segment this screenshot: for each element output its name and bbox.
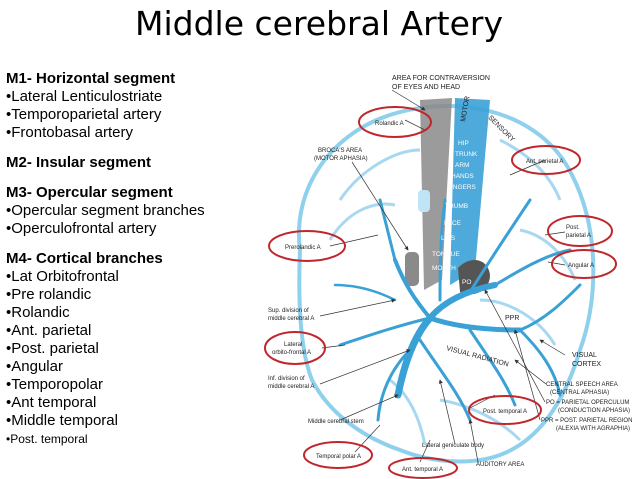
broca-label-2: (MOTOR APHASIA) <box>314 156 368 162</box>
broca-area <box>405 252 419 286</box>
svg-text:MOUTH: MOUTH <box>432 265 456 272</box>
segment-m4: M4- Cortical branches •Lat Orbitofrontal… <box>6 250 236 448</box>
list-item: •Temporopolar <box>6 376 103 393</box>
ant-parietal-label: Ant. parietal A <box>526 159 563 165</box>
inf-division-label: Inf. division of <box>268 376 305 382</box>
svg-text:FINGERS: FINGERS <box>447 184 477 191</box>
angular-label: Angular A <box>568 263 594 269</box>
segment-title: M1- Horizontal segment <box>6 70 176 87</box>
po-definition: PO = PARIETAL OPERCULUM <box>546 400 629 406</box>
list-item: •Frontobasal artery <box>6 124 133 141</box>
svg-text:TONGUE: TONGUE <box>432 251 460 258</box>
lateral-geniculate-label: Lateral geniculate body <box>422 443 484 449</box>
segment-list: M1- Horizontal segment •Lateral Lenticul… <box>6 70 236 448</box>
segment-title: M4- Cortical branches <box>6 250 163 267</box>
rolandic-label: Rolandic A <box>375 121 404 127</box>
svg-text:HANDS: HANDS <box>451 173 474 180</box>
lat-orbitofrontal-label: Lateral <box>284 342 302 348</box>
svg-text:HIP: HIP <box>458 140 469 147</box>
list-item: •Angular <box>6 358 63 375</box>
page-title: Middle cerebral Artery <box>135 4 503 43</box>
list-item: •Opercular segment branches <box>6 202 205 219</box>
sensory-strip <box>450 98 490 285</box>
sup-division-label-2: middle cerebral A <box>268 316 314 322</box>
auditory-area-label: AUDITORY AREA <box>476 462 524 468</box>
broca-label: BROCA'S AREA <box>318 148 362 154</box>
prerolandic-label: Prerolandic A <box>285 245 321 251</box>
inf-division-label-2: middle cerebral A <box>268 384 314 390</box>
motor-strip <box>420 98 452 290</box>
post-temporal-label: Post. temporal A <box>483 409 527 415</box>
contraversion-label-2: OF EYES AND HEAD <box>392 84 460 91</box>
ant-temporal-label: Ant. temporal A <box>402 467 443 473</box>
segment-title: M2- Insular segment <box>6 154 152 171</box>
list-item: •Pre rolandic <box>6 286 92 303</box>
list-item: •Temporoparietal artery <box>6 106 162 123</box>
central-speech-label-2: (CENTRAL APHASIA) <box>550 390 609 396</box>
visual-cortex-label-2: CORTEX <box>572 361 601 368</box>
ppr-definition-2: (ALEXIA WITH AGRAPHIA) <box>556 426 630 432</box>
homunculus-labels: HIP TRUNK ARM HANDS FINGERS THUMB FACE L… <box>432 140 478 286</box>
middle-cerebral-stem-label: Middle cerebral stem <box>308 419 364 425</box>
contraversion-label: AREA FOR CONTRAVERSION <box>392 75 490 82</box>
gyri <box>328 138 577 446</box>
central-speech-label: CENTRAL SPEECH AREA <box>546 382 618 388</box>
segment-title: M3- Opercular segment <box>6 184 173 201</box>
post-parietal-label-2: parietal A <box>566 233 591 239</box>
svg-text:LIPS: LIPS <box>441 235 456 242</box>
list-item: •Ant temporal <box>6 394 97 411</box>
lat-orbitofrontal-label-2: orbito-frontal A <box>272 350 311 356</box>
list-item: •Post. temporal <box>6 432 88 446</box>
frontal-patch <box>418 190 430 212</box>
list-item: •Post. parietal <box>6 340 99 357</box>
post-parietal-label: Post. <box>566 225 580 231</box>
svg-text:ARM: ARM <box>455 162 469 169</box>
segment-m2: M2- Insular segment <box>6 154 236 172</box>
ppr-label: PPR <box>505 315 519 322</box>
mca-artery-tree <box>333 198 582 422</box>
svg-text:THUMB: THUMB <box>445 203 468 210</box>
brain-outline <box>297 103 596 464</box>
list-item: •Middle temporal <box>6 412 118 429</box>
list-item: •Lat Orbitofrontal <box>6 268 119 285</box>
list-item: •Operculofrontal artery <box>6 220 157 237</box>
sup-division-label: Sup. division of <box>268 308 309 314</box>
circled-labels: Rolandic A Ant. parietal A Post. parieta… <box>264 106 617 479</box>
ppr-definition: PPR = POST. PARIETAL REGION <box>541 418 632 424</box>
segment-m3: M3- Opercular segment •Opercular segment… <box>6 184 236 238</box>
po-definition-2: (CONDUCTION APHASIA) <box>558 408 630 414</box>
list-item: •Ant. parietal <box>6 322 92 339</box>
segment-m1: M1- Horizontal segment •Lateral Lenticul… <box>6 70 236 142</box>
visual-radiation-label: VISUAL RADIATION <box>445 345 509 368</box>
list-item: •Rolandic <box>6 304 70 321</box>
svg-text:FACE: FACE <box>444 220 462 227</box>
svg-text:TRUNK: TRUNK <box>455 151 478 158</box>
visual-cortex-label: VISUAL <box>572 352 597 359</box>
list-item: •Lateral Lenticulostriate <box>6 88 163 105</box>
motor-label: MOTOR <box>460 96 471 123</box>
svg-text:PO: PO <box>462 279 471 286</box>
temporal-polar-label: Temporal polar A <box>316 454 361 460</box>
